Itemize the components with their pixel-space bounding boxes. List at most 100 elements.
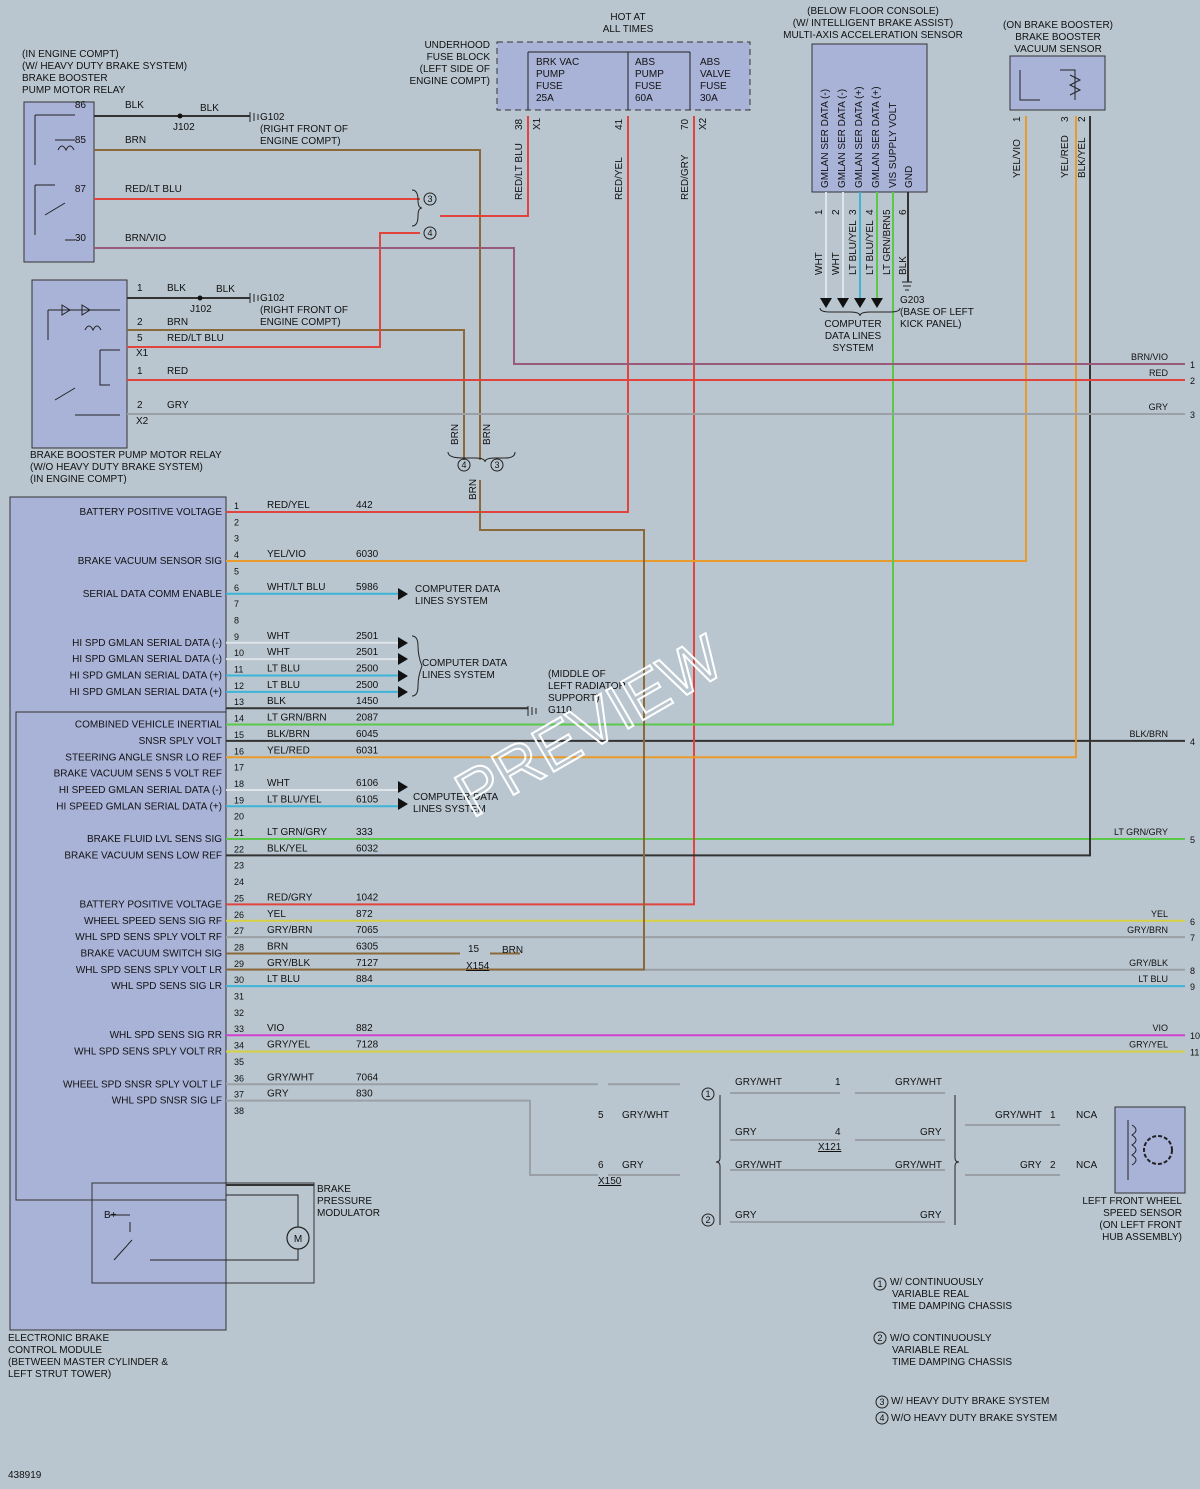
ebcm-pin-label-19: HI SPEED GMLAN SERIAL DATA (+) xyxy=(56,801,222,812)
hd-relay-label-4: PUMP MOTOR RELAY xyxy=(22,85,126,96)
right-num-2: 2 xyxy=(1190,376,1195,386)
ebcm-pin-label-26: WHEEL SPEED SENS SIG RF xyxy=(84,916,222,927)
accel-name-6: GND xyxy=(904,166,915,188)
x154-brn: BRN xyxy=(502,945,523,956)
ebcm-wire-color-33: VIO xyxy=(267,1023,284,1034)
ebcm-circuit-33: 882 xyxy=(356,1023,373,1034)
ebcm-wire-color-11: LT BLU xyxy=(267,664,300,675)
ebcm-pin-12: 12 xyxy=(234,681,244,691)
g110-label-3: SUPPORT) xyxy=(548,693,600,704)
right-label-2: RED xyxy=(1149,368,1169,378)
right-num-6: 6 xyxy=(1190,917,1195,927)
ebcm-label-2: CONTROL MODULE xyxy=(8,1345,102,1356)
hd-relay-pin-1: 86 xyxy=(75,100,87,111)
ebcm-circuit-36: 7064 xyxy=(356,1072,379,1083)
accel-pin-1: 1 xyxy=(814,209,825,215)
wo-relay-pin-5: 2 xyxy=(137,400,143,411)
hot-at-label-2: ALL TIMES xyxy=(603,24,654,35)
wo-hd-relay-label-1: BRAKE BOOSTER PUMP MOTOR RELAY xyxy=(30,450,222,461)
ebcm-pin-18: 18 xyxy=(234,779,244,789)
ebcm-pin-22: 22 xyxy=(234,844,244,854)
modulator-internals: M xyxy=(110,1194,310,1261)
ebcm-pin-19: 19 xyxy=(234,795,244,805)
ebcm-pin-36: 36 xyxy=(234,1073,244,1083)
fuse-labels: BRK VAC PUMP FUSE 25A ABS PUMP FUSE 60A … xyxy=(536,57,731,104)
accel-pin-6: 6 xyxy=(898,209,909,215)
wheel-sensor-coil xyxy=(1127,1120,1173,1180)
opt-1-a: 1 xyxy=(705,1089,710,1099)
ebcm-circuit-22: 6032 xyxy=(356,843,379,854)
wire-lf-options xyxy=(730,1092,945,1223)
modulator-label-2: PRESSURE xyxy=(317,1196,372,1207)
ebcm-pin-10: 10 xyxy=(234,648,244,658)
ebcm-circuit-21: 333 xyxy=(356,827,373,838)
wo-relay-wire-1: BLK xyxy=(167,283,186,294)
ebcm-circuit-1: 442 xyxy=(356,500,373,511)
brn-v-2: BRN xyxy=(482,424,493,445)
wire-red-ltblu-wo xyxy=(127,232,420,348)
hd-relay-pin-2: 85 xyxy=(75,135,87,146)
ebcm-pin-37: 37 xyxy=(234,1090,244,1100)
ebcm-box xyxy=(9,496,227,1331)
ebcm-pin-label-37: WHL SPD SNSR SIG LF xyxy=(112,1096,222,1107)
right-num-4: 4 xyxy=(1190,737,1195,747)
right-label-4: BLK/BRN xyxy=(1129,729,1168,739)
ebcm-wire-color-18: WHT xyxy=(267,778,290,789)
lf-nca-1: NCA xyxy=(1076,1110,1097,1121)
hd-relay-label-2: (W/ HEAVY DUTY BRAKE SYSTEM) xyxy=(22,61,187,72)
ebcm-circuit-28: 6305 xyxy=(356,941,379,952)
opt-2-a: 2 xyxy=(705,1215,710,1225)
ebcm-circuit-37: 830 xyxy=(356,1089,373,1100)
ebcm-pin-label-4: BRAKE VACUUM SENSOR SIG xyxy=(78,556,223,567)
opt-2-legend: 2 xyxy=(877,1333,882,1343)
fuse-3-l2: VALVE xyxy=(700,69,731,80)
wo-relay-wire-4: RED xyxy=(167,366,188,377)
ebcm-pin-29: 29 xyxy=(234,959,244,969)
ebcm-wire-color-37: GRY xyxy=(267,1089,289,1100)
g102-b-label-3: ENGINE COMPT) xyxy=(260,317,341,328)
right-label-11: GRY/YEL xyxy=(1129,1040,1168,1050)
fuse-pin-41: 41 xyxy=(614,118,625,130)
ebcm-pin-33: 33 xyxy=(234,1024,244,1034)
ebcm-pin-label-11: HI SPD GMLAN SERIAL DATA (+) xyxy=(70,671,222,682)
vac-pin-3: 3 xyxy=(1060,116,1071,122)
lf-nca-2: NCA xyxy=(1076,1160,1097,1171)
lf-pin1: 1 xyxy=(1050,1110,1056,1121)
ebcm-pin-17: 17 xyxy=(234,763,244,773)
ebcm-circuit-18: 6106 xyxy=(356,778,379,789)
ebcm-pin-label-16: STEERING ANGLE SNSR LO REF xyxy=(65,752,222,763)
opt-3-a: 3 xyxy=(427,194,432,204)
cdl-accel-1: COMPUTER xyxy=(824,319,881,330)
vac-wire-1: YEL/VIO xyxy=(1012,139,1023,178)
ebcm-circuit-13: 1450 xyxy=(356,696,379,707)
x154-pin: 15 xyxy=(468,944,480,955)
opt2-grywht-r: GRY/WHT xyxy=(895,1160,942,1171)
g102-a-label-1: G102 xyxy=(260,112,285,123)
ebcm-pin-38: 38 xyxy=(234,1106,244,1116)
ebcm-wire-color-21: LT GRN/GRY xyxy=(267,827,327,838)
ebcm-pin-11: 11 xyxy=(234,665,243,675)
ebcm-pin-label-36: WHEEL SPD SNSR SPLY VOLT LF xyxy=(63,1079,222,1090)
note-2-line-2: VARIABLE REAL xyxy=(892,1345,970,1356)
ebcm-wire-color-36: GRY/WHT xyxy=(267,1072,314,1083)
pin-numbers: 1234567891011121314151617181920212223242… xyxy=(234,501,244,1116)
ebcm-pin-23: 23 xyxy=(234,861,244,871)
right-num-10: 10 xyxy=(1190,1031,1200,1041)
accel-wire-2: WHT xyxy=(831,252,842,275)
opt1-grywht-l: GRY/WHT xyxy=(735,1077,782,1088)
right-num-11: 11 xyxy=(1190,1048,1199,1058)
brn-v-3: BRN xyxy=(468,479,479,500)
vac-label-1: (ON BRAKE BOOSTER) xyxy=(1003,20,1113,31)
ebcm-wire-color-9: WHT xyxy=(267,631,290,642)
ebcm-pin-label-14: COMBINED VEHICLE INERTIAL xyxy=(75,720,223,731)
diagram-id: 438919 xyxy=(8,1470,42,1481)
opt2-grywht-l: GRY/WHT xyxy=(735,1160,782,1171)
right-num-5: 5 xyxy=(1190,835,1195,845)
fuse-3-l3: FUSE xyxy=(700,81,727,92)
ebcm-pin-label-27: WHL SPD SENS SPLY VOLT RF xyxy=(75,932,222,943)
g110-label-2: LEFT RADIATOR xyxy=(548,681,626,692)
ebcm-wire-color-19: LT BLU/YEL xyxy=(267,794,322,805)
